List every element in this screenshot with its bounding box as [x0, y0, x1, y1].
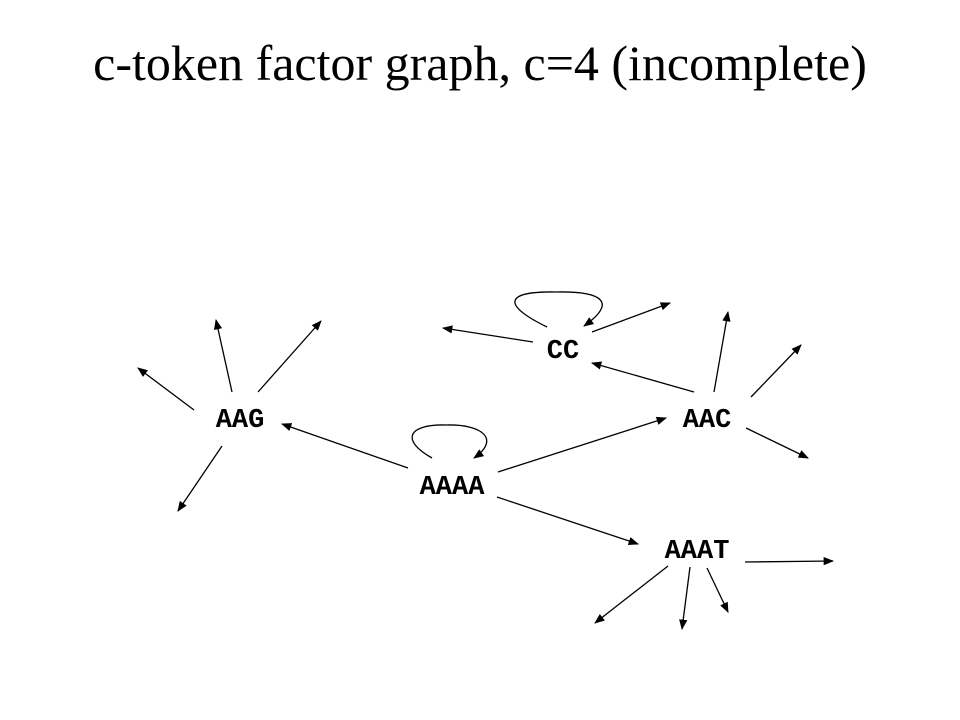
node-cc: CC [547, 337, 579, 367]
node-aaat: AAAT [665, 537, 730, 567]
edge-aag-out-left [137, 367, 195, 411]
edge-aac-out-down [745, 427, 809, 459]
edge-aaaa-to-aac [497, 416, 667, 473]
edge-aag-out-upright [257, 320, 322, 393]
diagram-title: c-token factor graph, c=4 (incomplete) [93, 35, 867, 91]
edge-cc-out-right [591, 302, 671, 333]
edge-cc-self-loop [514, 291, 603, 328]
edge-cc-out-left [441, 325, 534, 343]
node-aaaa: AAAA [420, 473, 486, 503]
edge-aaat-out-down [679, 566, 691, 631]
edge-aac-to-cc [590, 361, 695, 393]
edge-aaat-out-downleft [594, 565, 669, 624]
edge-aag-out-down [177, 445, 223, 512]
node-aag: AAG [216, 406, 265, 436]
edge-aag-out-up [213, 318, 233, 393]
edge-aaat-out-downright [706, 567, 729, 613]
edge-aaat-out-right [744, 556, 835, 566]
edge-aaaa-self-loop [411, 424, 488, 459]
edge-aac-out-upright [750, 344, 802, 398]
edge-aaaa-to-aaat [496, 496, 639, 545]
node-aac: AAC [683, 406, 732, 436]
edge-aac-out-up [713, 310, 731, 393]
edge-aaaa-to-aag [281, 423, 409, 469]
